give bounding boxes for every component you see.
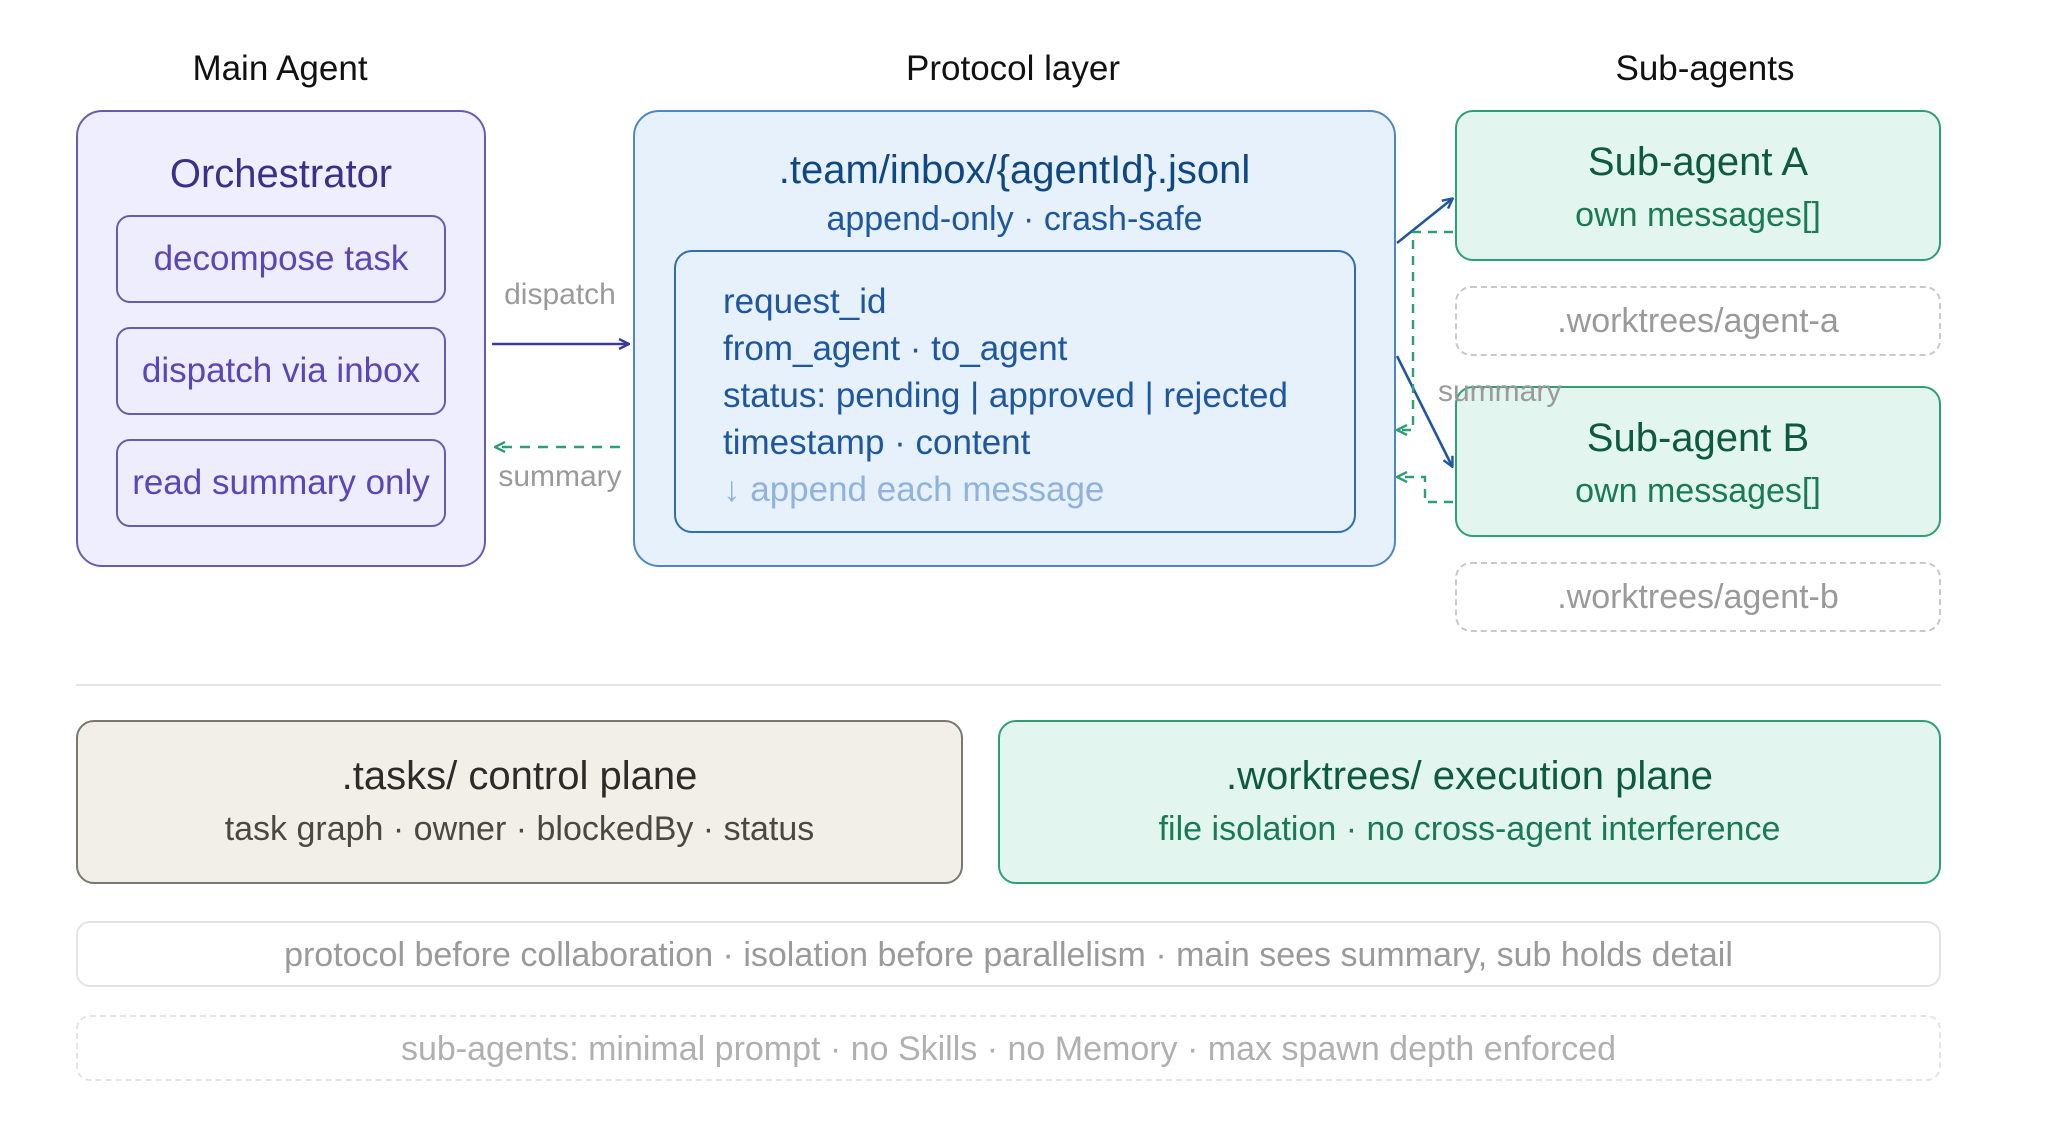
sub-agents-heading: Sub-agents: [1615, 49, 1795, 88]
field-timestamp-content: timestamp · content: [723, 423, 1031, 462]
execution-plane-panel: .worktrees/ execution plane file isolati…: [998, 720, 1941, 884]
execution-plane-title: .worktrees/ execution plane: [1226, 754, 1713, 798]
field-status: status: pending | approved | rejected: [723, 376, 1288, 415]
execution-plane-subtitle: file isolation · no cross-agent interfer…: [1158, 810, 1781, 848]
sub-agent-a-title: Sub-agent A: [1587, 140, 1809, 184]
step-decompose-task: decompose task: [116, 215, 446, 303]
dispatch-label: dispatch: [504, 278, 616, 311]
append-each-message-note: ↓ append each message: [723, 470, 1105, 509]
field-request-id: request_id: [723, 282, 887, 321]
summary-label-left: summary: [498, 460, 622, 493]
sub-agent-b-messages: own messages[]: [1575, 472, 1821, 510]
control-plane-subtitle: task graph · owner · blockedBy · status: [224, 810, 815, 848]
sub-agent-b-card: Sub-agent B own messages[]: [1455, 386, 1941, 537]
sub-b-summary-arrow: [1398, 477, 1453, 504]
section-divider: [76, 684, 1941, 686]
orchestrator-title: Orchestrator: [169, 152, 393, 196]
field-from-to-agent: from_agent · to_agent: [723, 329, 1068, 368]
worktree-agent-b: .worktrees/agent-b: [1455, 562, 1941, 632]
inbox-to-sub-a-arrow: [1396, 199, 1452, 245]
sub-agent-a-card: Sub-agent A own messages[]: [1455, 110, 1941, 261]
control-plane-panel: .tasks/ control plane task graph · owner…: [76, 720, 963, 884]
main-agent-heading: Main Agent: [192, 49, 368, 88]
principles-banner: protocol before collaboration · isolatio…: [76, 921, 1941, 987]
principles-text: protocol before collaboration · isolatio…: [284, 936, 1733, 974]
protocol-layer-heading: Protocol layer: [906, 49, 1120, 88]
worktree-agent-a: .worktrees/agent-a: [1455, 286, 1941, 356]
inbox-to-sub-b-arrow: [1395, 355, 1452, 466]
control-plane-title: .tasks/ control plane: [341, 754, 698, 798]
inbox-path-title: .team/inbox/{agentId}.jsonl: [778, 148, 1251, 192]
step-read-summary-only: read summary only: [116, 439, 446, 527]
summary-label-right: summary: [1438, 375, 1562, 408]
inbox-subtitle: append-only · crash-safe: [826, 200, 1203, 238]
sub-agent-b-title: Sub-agent B: [1586, 416, 1810, 460]
message-schema-box: request_id from_agent · to_agent status:…: [674, 250, 1356, 533]
constraints-banner: sub-agents: minimal prompt · no Skills ·…: [76, 1015, 1941, 1081]
sub-agent-a-messages: own messages[]: [1575, 196, 1821, 234]
step-dispatch-via-inbox: dispatch via inbox: [116, 327, 446, 415]
constraints-text: sub-agents: minimal prompt · no Skills ·…: [400, 1030, 1617, 1068]
